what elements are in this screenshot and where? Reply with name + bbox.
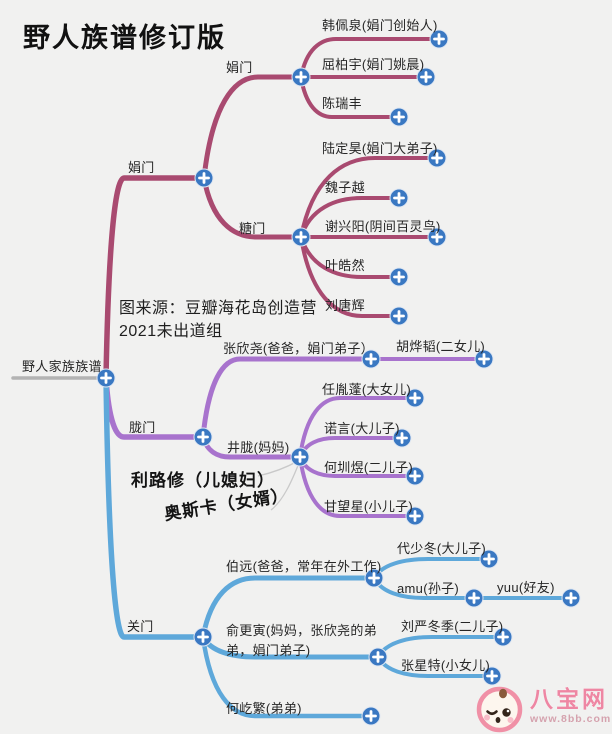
source-note: 图来源：豆瓣海花岛创造营 2021未出道组 xyxy=(119,297,317,343)
edge-dai-shaodong xyxy=(372,557,491,580)
expand-button-qu-baiyu[interactable] xyxy=(416,67,436,87)
node-label-qu-baiyu[interactable]: 屈柏宇(娟门姚晨) xyxy=(322,57,425,72)
expand-button-liu-yandongji[interactable] xyxy=(493,627,513,647)
expand-button-zhang-xingte[interactable] xyxy=(482,666,502,686)
annotation-line-son-in-law xyxy=(270,462,300,511)
node-label-xie-xingyang[interactable]: 谢兴阳(阴间百灵鸟) xyxy=(325,219,441,234)
edge-bo-yuan xyxy=(200,575,377,640)
expand-button-gan-wangxing[interactable] xyxy=(405,506,425,526)
node-label-hu-yetao[interactable]: 胡烨韬(二女儿) xyxy=(396,339,486,354)
watermark-text: 八宝网 www.8bb.com xyxy=(530,686,611,725)
node-label-nuo-yan[interactable]: 诺言(大儿子) xyxy=(324,421,400,436)
edge-liu-tanghui xyxy=(299,235,401,318)
node-label-bo-yuan[interactable]: 伯远(爸爸，常年在外工作) xyxy=(226,559,382,574)
edge-guan-men xyxy=(103,375,206,640)
node-label-ren-yinpeng[interactable]: 任胤蓬(大女儿) xyxy=(322,382,412,397)
expand-button-long-men[interactable] xyxy=(193,427,213,447)
expand-button-jing-long[interactable] xyxy=(290,447,310,467)
edge-liu-yandongji xyxy=(376,635,505,659)
expand-button-dai-shaodong[interactable] xyxy=(479,549,499,569)
node-label-long-men[interactable]: 胧门 xyxy=(129,420,156,435)
node-label-chen-ruifeng[interactable]: 陈瑞丰 xyxy=(322,96,362,111)
expand-button-juan-men-1[interactable] xyxy=(194,168,214,188)
node-label-amu[interactable]: amu(孙子) xyxy=(397,581,460,596)
watermark-site-name: 八宝网 xyxy=(530,686,608,712)
node-label-he-zhenyu[interactable]: 何圳煜(二儿子) xyxy=(324,460,414,475)
expand-button-lu-dinghao[interactable] xyxy=(427,148,447,168)
source-note-line1: 图来源：豆瓣海花岛创造营 xyxy=(119,300,318,317)
node-label-wei-ziyue[interactable]: 魏子越 xyxy=(325,180,365,195)
node-label-guan-men[interactable]: 关门 xyxy=(127,619,154,634)
expand-button-han-peiquan[interactable] xyxy=(429,29,449,49)
expand-button-root[interactable] xyxy=(96,368,116,388)
baby-face-icon xyxy=(476,686,523,733)
edge-lu-dinghao xyxy=(299,156,439,239)
expand-button-yuu[interactable] xyxy=(561,588,581,608)
node-label-zhang-xinyao[interactable]: 张欣尧(爸爸，娟门弟子） xyxy=(223,341,374,356)
edge-tang-men xyxy=(201,175,304,240)
page-title: 野人族谱修订版 xyxy=(23,23,226,53)
edge-he-yifan xyxy=(200,634,374,719)
expand-button-amu[interactable] xyxy=(464,588,484,608)
node-label-juan-men-1[interactable]: 娟门 xyxy=(128,160,155,175)
node-label-tang-men[interactable]: 糖门 xyxy=(239,221,266,236)
watermark: 八宝网 www.8bb.com xyxy=(476,686,611,733)
node-label-yu-gengyin[interactable]: 俞更寅(妈妈，张欣尧的弟 弟，娟门弟子) xyxy=(226,623,377,658)
edge-gan-wangxing xyxy=(298,455,417,518)
expand-button-hu-yetao[interactable] xyxy=(474,349,494,369)
expand-button-he-zhenyu[interactable] xyxy=(405,466,425,486)
edge-ye-haoran xyxy=(299,235,401,279)
node-label-juan-men-2[interactable]: 娟门 xyxy=(226,60,253,75)
edge-juan-men-1 xyxy=(103,175,207,381)
expand-button-wei-ziyue[interactable] xyxy=(389,188,409,208)
node-label-liu-tanghui[interactable]: 刘唐辉 xyxy=(325,298,365,313)
expand-button-chen-ruifeng[interactable] xyxy=(389,107,409,127)
edge-juan-men-2 xyxy=(201,74,304,181)
node-label-dai-shaodong[interactable]: 代少冬(大儿子) xyxy=(397,541,487,556)
source-note-line2: 2021未出道组 xyxy=(119,323,223,340)
node-label-jing-long[interactable]: 井胧(妈妈) xyxy=(227,440,290,455)
node-label-lu-dinghao[interactable]: 陆定昊(娟门大弟子) xyxy=(322,141,438,156)
expand-button-zhang-xinyao[interactable] xyxy=(361,349,381,369)
expand-button-nuo-yan[interactable] xyxy=(392,428,412,448)
expand-button-he-yifan[interactable] xyxy=(361,706,381,726)
edge-ren-yinpeng xyxy=(298,396,417,459)
node-label-liu-yandongji[interactable]: 刘严冬季(二儿子) xyxy=(401,619,504,634)
node-label-han-peiquan[interactable]: 韩佩泉(娟门创始人) xyxy=(322,18,438,33)
watermark-site-url: www.8bb.com xyxy=(530,713,612,725)
node-label-he-yifan[interactable]: 何屹繁(弟弟) xyxy=(226,701,302,716)
expand-button-liu-tanghui[interactable] xyxy=(389,306,409,326)
edge-wei-ziyue xyxy=(299,196,401,239)
expand-button-guan-men[interactable] xyxy=(193,627,213,647)
expand-button-yu-gengyin[interactable] xyxy=(368,647,388,667)
edge-nuo-yan xyxy=(298,436,404,459)
expand-button-ren-yinpeng[interactable] xyxy=(405,388,425,408)
expand-button-juan-men-2[interactable] xyxy=(291,67,311,87)
expand-button-ye-haoran[interactable] xyxy=(389,267,409,287)
edge-zhang-xinyao xyxy=(200,356,374,440)
node-label-zhang-xingte[interactable]: 张星特(小女儿) xyxy=(401,658,491,673)
expand-button-bo-yuan[interactable] xyxy=(364,568,384,588)
expand-button-xie-xingyang[interactable] xyxy=(427,227,447,247)
expand-button-tang-men[interactable] xyxy=(291,227,311,247)
annotation-daughter-in-law: 利路修（儿媳妇） xyxy=(131,471,275,490)
node-label-gan-wangxing[interactable]: 甘望星(小儿子) xyxy=(324,499,414,514)
node-label-yuu[interactable]: yuu(好友) xyxy=(497,580,555,595)
node-label-root[interactable]: 野人家族族谱 xyxy=(22,359,102,374)
node-label-ye-haoran[interactable]: 叶皓然 xyxy=(325,258,365,273)
